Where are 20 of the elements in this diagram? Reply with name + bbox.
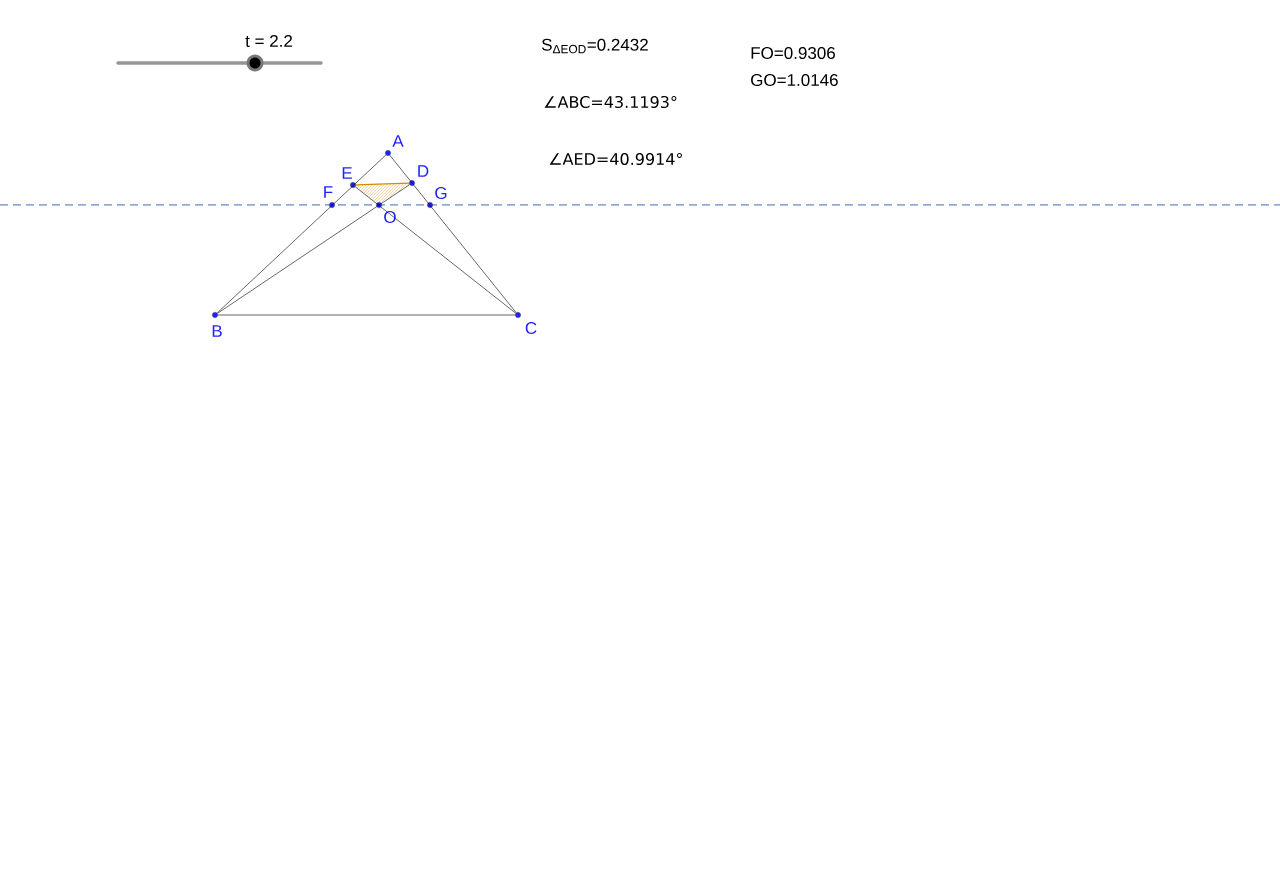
point-label: G: [435, 187, 447, 200]
measurement-label: GO=1.0146: [751, 74, 838, 87]
segment: [355, 182, 410, 186]
point-label: E: [342, 167, 352, 179]
point-label: D: [418, 165, 429, 177]
point-label: C: [525, 322, 537, 335]
point-label: A: [392, 135, 404, 147]
segment: [389, 155, 517, 313]
segment: [217, 184, 410, 314]
measurement-label: FO=0.9306: [751, 47, 835, 60]
point-label: B: [212, 325, 222, 337]
segment: [216, 154, 387, 314]
measurement-label: S$_{ΔEOD}$=0.2432: [541, 38, 648, 54]
slider-label: t = 2.2: [245, 35, 292, 47]
point-label: O: [384, 211, 396, 224]
segment: [217, 314, 516, 316]
measurement-label: ∠ABC=43.1193°: [544, 95, 677, 109]
measurement-label: ∠AED=40.9914°: [549, 152, 682, 166]
point-label: F: [324, 186, 333, 198]
segment: [355, 186, 516, 314]
